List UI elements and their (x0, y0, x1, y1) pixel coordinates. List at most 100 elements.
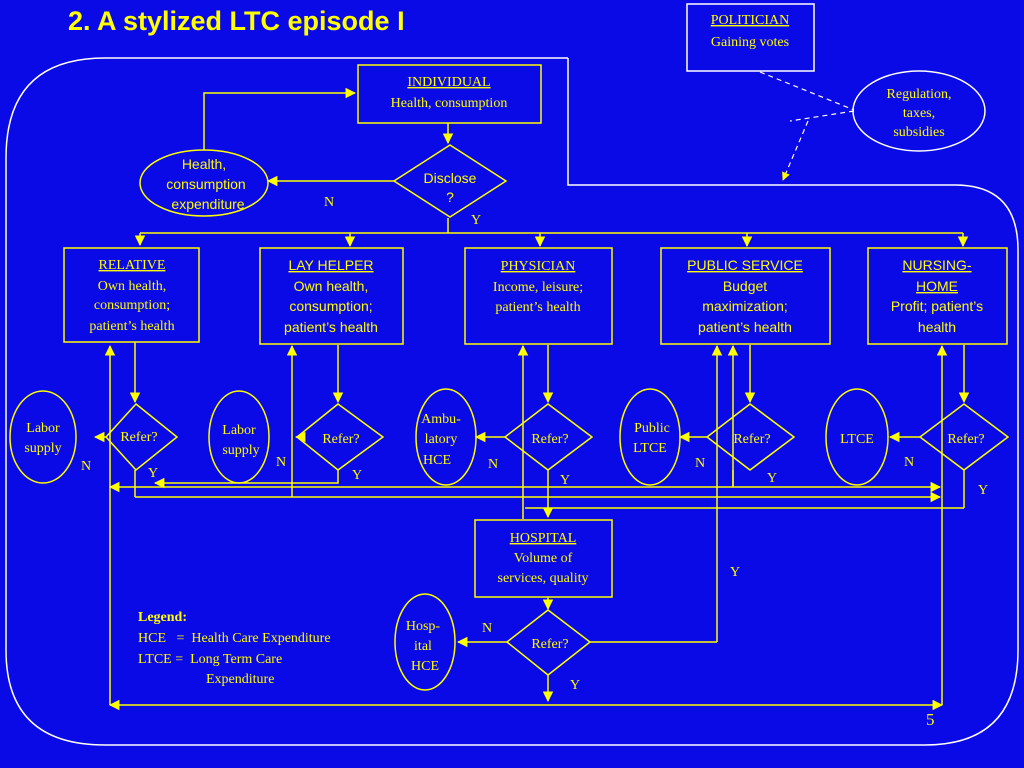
hospital-box (474, 519, 613, 598)
lay-helper-line3: patient’s health (284, 319, 378, 335)
politician-box (686, 3, 815, 72)
public-service-title: PUBLIC SERVICE (687, 257, 803, 273)
politician-title: POLITICIAN (711, 13, 790, 28)
hospital-title: HOSPITAL (510, 531, 577, 546)
hospital-refer-diamond (505, 609, 592, 676)
ambulatory-line1: Ambu- (421, 412, 461, 427)
relative-line2: consumption; (94, 298, 170, 313)
connectors (93, 87, 970, 711)
relative-refer-diamond (104, 402, 179, 472)
relative-no-label: N (81, 459, 91, 474)
relative-title: RELATIVE (99, 258, 166, 273)
ltce-label: LTCE (840, 432, 874, 447)
slide-title: 2. A stylized LTC episode I (68, 6, 405, 36)
lay-helper-yes-label: Y (352, 468, 362, 483)
nursing-home-box (867, 247, 1008, 345)
public-ltce-line1: Public (634, 421, 670, 436)
lay-helper-line1: Own health, (294, 278, 369, 294)
individual-desc: Health, consumption (391, 96, 508, 111)
hospital-hce-line3: HCE (411, 659, 439, 674)
relative-labor-supply-ellipse (9, 390, 77, 484)
hospital-yes-right-label: Y (730, 565, 740, 580)
nursing-home-no-label: N (904, 455, 914, 470)
relative-line3: patient’s health (89, 319, 174, 334)
lay-helper-refer-label: Refer? (322, 432, 359, 447)
disclose-yes-label: Y (471, 213, 481, 228)
hospital-line1: Volume of (514, 551, 573, 566)
hospital-line2: services, quality (498, 571, 589, 586)
page-number: 5 (926, 710, 935, 729)
public-ltce-line2: LTCE (633, 441, 667, 456)
nursing-home-refer-label: Refer? (947, 432, 984, 447)
policy-links (759, 71, 855, 181)
physician-refer-label: Refer? (531, 432, 568, 447)
relative-line1: Own health, (98, 279, 166, 294)
lay-helper-line2: consumption; (289, 298, 372, 314)
labor-supply-2-line2: supply (222, 443, 259, 458)
health-exp-line3: expenditure (171, 196, 244, 212)
outer-frame (5, 57, 1019, 746)
hospital-refer-label: Refer? (531, 637, 568, 652)
legend-heading: Legend: (138, 610, 187, 625)
labor-supply-1-line2: supply (24, 441, 61, 456)
public-service-line2: maximization; (702, 298, 788, 314)
hospital-no-label: N (482, 621, 492, 636)
health-expenditure-ellipse (139, 149, 269, 217)
public-service-line3: patient’s health (698, 319, 792, 335)
public-service-refer-diamond (705, 403, 796, 471)
public-service-line1: Budget (723, 278, 767, 294)
disclose-question: ? (446, 189, 454, 205)
hospital-hce-line2: ital (414, 639, 432, 654)
physician-refer-diamond (503, 403, 594, 471)
disclose-label: Disclose (424, 170, 477, 186)
labor-supply-2-line1: Labor (222, 423, 256, 438)
regulation-ellipse (852, 70, 986, 152)
ltce-ellipse (825, 388, 889, 486)
lay-helper-box (259, 247, 404, 345)
lay-helper-labor-supply-ellipse (208, 390, 270, 484)
relative-yes-label: Y (148, 466, 158, 481)
ambulatory-line2: latory (425, 432, 458, 447)
public-service-yes-label: Y (767, 471, 777, 486)
relative-box (63, 247, 200, 343)
hospital-hce-ellipse (394, 593, 456, 691)
disclose-no-label: N (324, 195, 334, 210)
nursing-home-yes-label: Y (978, 483, 988, 498)
nursing-home-title1: NURSING- (902, 257, 972, 273)
public-service-box (660, 247, 831, 345)
physician-title: PHYSICIAN (501, 259, 576, 274)
relative-refer-label: Refer? (120, 430, 157, 445)
nursing-home-line1: Profit; patient’s (891, 298, 983, 314)
individual-title: INDIVIDUAL (407, 75, 490, 90)
public-service-no-label: N (695, 456, 705, 471)
hospital-hce-line1: Hosp- (406, 619, 441, 634)
politician-desc: Gaining votes (711, 35, 789, 50)
physician-line1: Income, leisure; (493, 280, 583, 295)
individual-box (357, 64, 542, 124)
physician-no-label: N (488, 457, 498, 472)
ambulatory-hce-ellipse (415, 388, 477, 486)
hospital-yes-down-label: Y (570, 678, 580, 693)
health-exp-line1: Health, (182, 156, 226, 172)
public-service-refer-label: Refer? (733, 432, 770, 447)
nursing-home-line2: health (918, 319, 956, 335)
health-exp-line2: consumption (166, 176, 245, 192)
legend-line3: Expenditure (206, 672, 274, 687)
regulation-line1: Regulation, (887, 87, 952, 102)
lay-helper-title: LAY HELPER (288, 257, 373, 273)
regulation-line2: taxes, (903, 106, 935, 121)
nursing-home-refer-diamond (918, 403, 1010, 471)
regulation-line3: subsidies (893, 125, 944, 140)
legend-line1: HCE = Health Care Expenditure (138, 631, 331, 646)
public-ltce-ellipse (619, 388, 681, 486)
physician-box (464, 247, 613, 345)
physician-line2: patient’s health (495, 300, 580, 315)
lay-helper-refer-diamond (295, 403, 385, 471)
physician-yes-label: Y (560, 473, 570, 488)
labor-supply-1-line1: Labor (26, 421, 60, 436)
disclose-diamond (392, 144, 508, 218)
lay-helper-no-label: N (276, 455, 286, 470)
nursing-home-title2: HOME (916, 278, 958, 294)
